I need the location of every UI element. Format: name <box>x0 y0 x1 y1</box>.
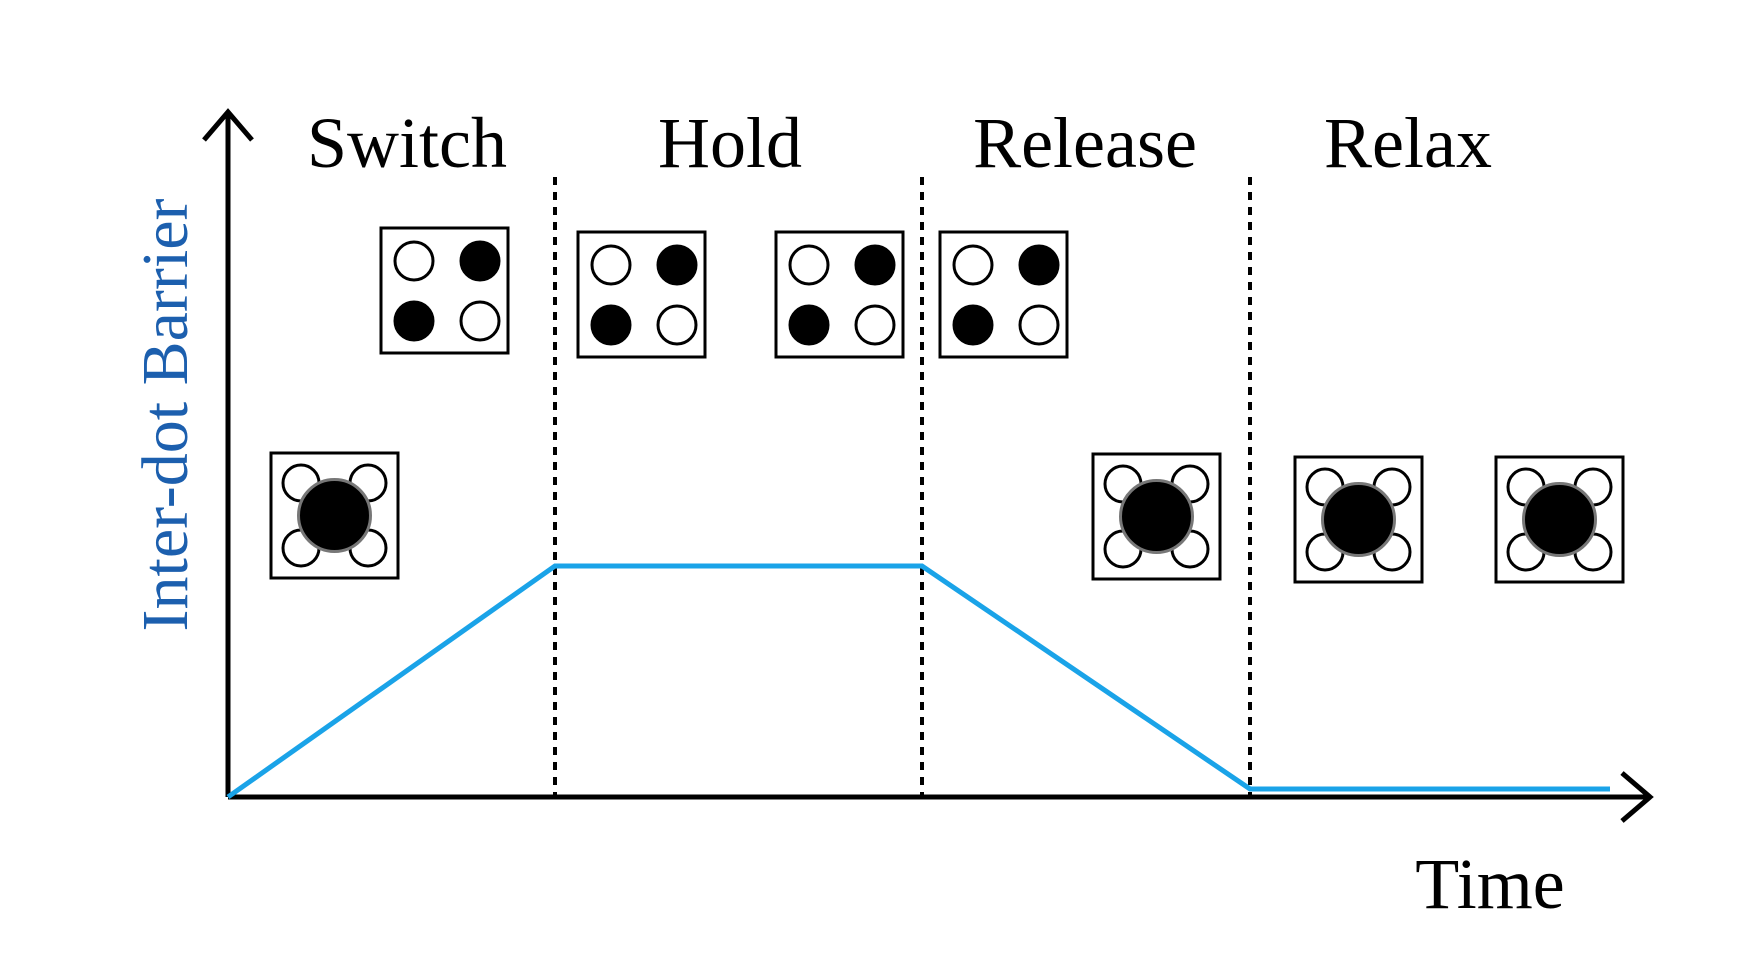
phase-label-relax: Relax <box>1324 103 1492 183</box>
phase-label-switch: Switch <box>307 103 507 183</box>
barrier-line <box>226 563 1610 800</box>
cell-hold-end <box>774 230 905 359</box>
phase-label-release: Release <box>973 103 1197 183</box>
cell-release-end <box>1091 452 1222 581</box>
cell-hold-start <box>576 230 707 359</box>
phase-label-hold: Hold <box>658 103 802 183</box>
x-axis-arrowhead <box>1620 771 1654 823</box>
y-axis-label: Inter-dot Barrier <box>129 198 202 631</box>
cell-switch-end <box>379 226 510 355</box>
x-axis-label: Time <box>1415 844 1564 924</box>
cell-relax-start <box>1293 455 1424 584</box>
cell-switch-start <box>269 451 400 580</box>
y-axis-arrowhead <box>202 108 254 142</box>
cell-relax-end <box>1494 455 1625 584</box>
cell-release-start <box>938 230 1069 359</box>
